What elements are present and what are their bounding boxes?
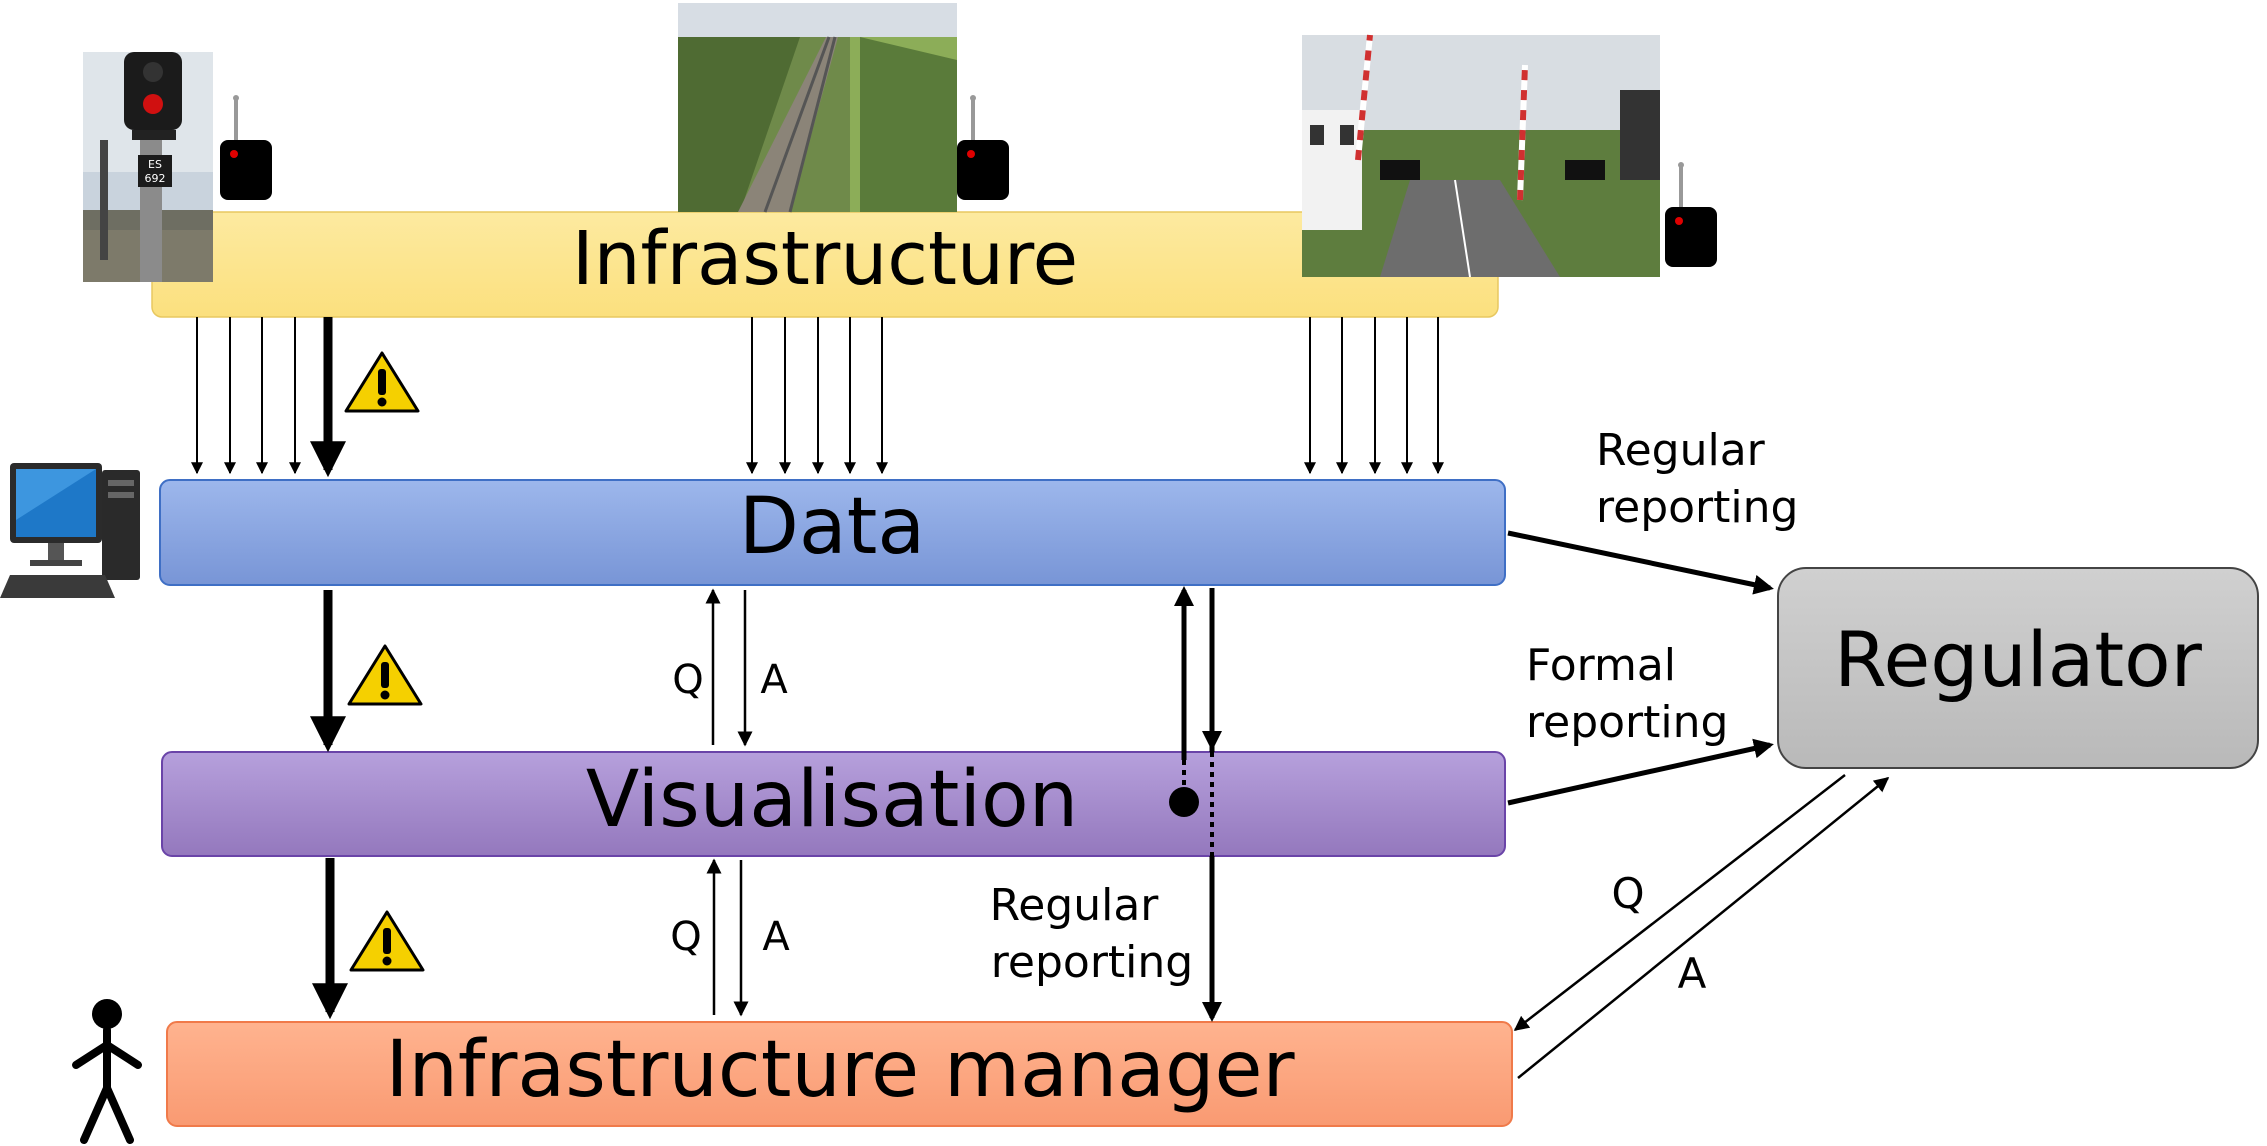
track-photo — [678, 3, 957, 213]
a-label-regulator: A — [1678, 949, 1707, 998]
a-label-vis-mgr: A — [762, 914, 790, 960]
sensor-track — [955, 93, 1011, 202]
q-label-regulator: Q — [1611, 869, 1644, 918]
visualisation-band — [161, 751, 1506, 857]
svg-text:reporting: reporting — [1596, 482, 1798, 533]
svg-text:reporting: reporting — [991, 937, 1193, 988]
data-to-regulator-arrow — [1507, 530, 1774, 595]
formal-reporting-label: Formal reporting — [1526, 640, 1728, 748]
regulator-label: Regulator — [1834, 615, 2203, 704]
manager-label: Infrastructure manager — [385, 1025, 1295, 1115]
data-label: Data — [739, 482, 925, 572]
vis-to-regulator-arrow — [1507, 738, 1774, 806]
data-band — [159, 479, 1506, 586]
a-label-data-vis: A — [760, 657, 788, 703]
signal-photo: ES 692 — [83, 52, 213, 282]
manager-band — [166, 1021, 1513, 1127]
infrastructure-label: Infrastructure — [572, 216, 1078, 302]
sensor-crossing — [1663, 160, 1719, 269]
warning-icon — [347, 644, 423, 706]
regulator-box — [1777, 567, 2259, 769]
warning-icon — [349, 910, 425, 972]
person-icon — [72, 999, 142, 1144]
signal-plate-line1: ES — [148, 158, 162, 171]
signal-plate-line2: 692 — [145, 172, 166, 185]
svg-text:Regular: Regular — [990, 880, 1160, 931]
a-arrow-mgr-regulator — [1517, 777, 1890, 1079]
q-arrow-regulator-mgr — [1513, 774, 1846, 1031]
regular-reporting-label-1: Regular reporting — [1596, 425, 1798, 533]
q-label-vis-mgr: Q — [670, 914, 701, 960]
level-crossing-photo — [1302, 34, 1660, 278]
warning-icon — [344, 351, 420, 413]
visualisation-label: Visualisation — [586, 755, 1078, 845]
regular-reporting-label-2: Regular reporting — [990, 880, 1194, 988]
svg-text:reporting: reporting — [1526, 697, 1728, 748]
infra-to-data-arrows — [191, 317, 1444, 475]
sensor-signal — [218, 93, 274, 202]
svg-text:Regular: Regular — [1596, 425, 1766, 476]
q-label-data-vis: Q — [672, 657, 703, 703]
vis-query-dot — [1169, 787, 1199, 817]
computer-icon — [0, 463, 140, 598]
svg-text:Formal: Formal — [1526, 640, 1676, 691]
